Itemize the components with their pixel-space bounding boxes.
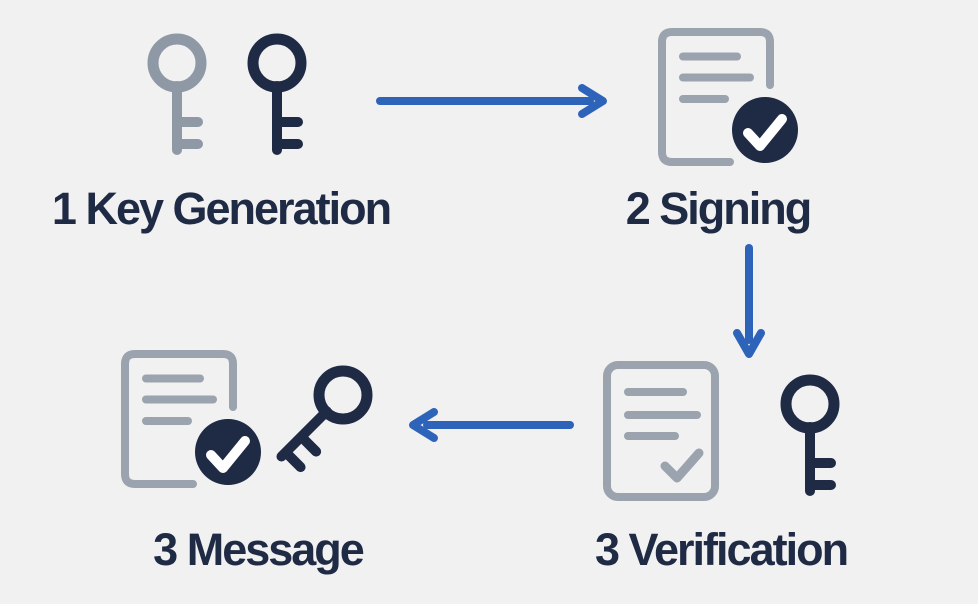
step-label-message: 3 Message <box>153 524 365 575</box>
check-badge-icon <box>732 97 798 163</box>
check-icon <box>660 448 704 483</box>
verified-document-icon <box>603 361 719 501</box>
step-label-signing: 2 Signing <box>625 183 812 234</box>
arrow-left-icon <box>409 408 574 442</box>
private-key-icon <box>780 374 840 496</box>
arrow-right-icon <box>376 84 607 118</box>
signed-document-icon <box>658 28 798 166</box>
diagonal-key-icon <box>276 365 373 473</box>
signed-document-icon <box>121 350 261 488</box>
public-key-icon <box>147 33 207 155</box>
arrow-down-icon <box>733 244 765 358</box>
step-label-key-generation: 1 Key Generation <box>51 183 392 234</box>
step-label-verification: 3 Verification <box>594 524 849 575</box>
private-key-icon <box>247 33 307 155</box>
check-badge-icon <box>195 419 261 485</box>
